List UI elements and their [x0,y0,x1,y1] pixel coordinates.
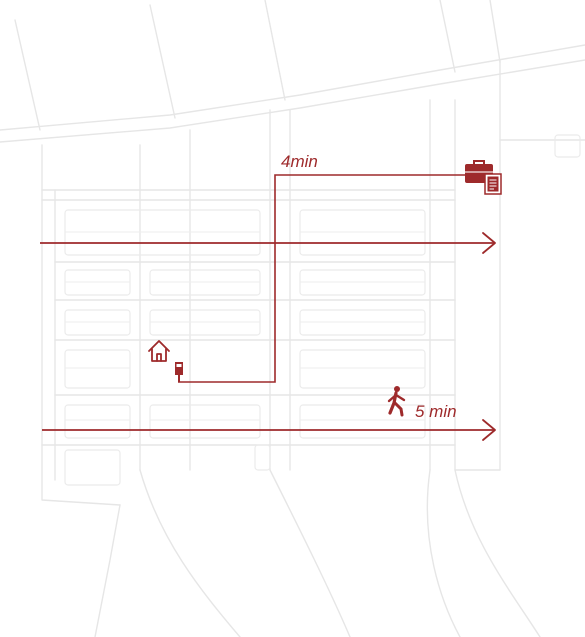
street-top-diagonal [0,44,585,131]
lot-block [299,349,426,389]
street-upper-right-b [489,0,501,63]
street-lower-curve-c [426,469,461,637]
lot-block [64,404,131,439]
street-lower-left [94,504,121,637]
direction-arrow-lower-head [482,419,496,441]
lot-block [299,404,426,439]
pedestrian-icon [387,386,406,417]
street-upper-mid [264,0,286,101]
street-left-vertical [41,144,121,506]
lot-block [254,444,271,471]
document-icon [484,173,502,195]
street-top-diagonal-edge [0,59,585,143]
home-icon [148,340,170,362]
street-lower-curve-b [269,469,351,637]
walk-route-duration-label: 5 min [415,402,457,421]
street-lower-curve-a [139,469,241,637]
street-lower-curve-d [454,469,541,637]
parking-meter-icon [175,362,183,382]
parking-rows [64,134,581,486]
street-upper-right-a [439,0,456,73]
lot-block [554,134,581,158]
lot-block [149,404,261,439]
short-route-duration-label: 4min [281,152,318,171]
stall-stripes [65,231,425,421]
street-upper-left-a [14,19,41,131]
direction-arrow-upper-head [482,232,496,254]
street-right-vertical [454,99,501,471]
short-route-line [178,174,468,383]
routes [40,174,496,441]
lot-block [64,349,131,389]
street-upper-left-b [149,4,176,119]
lot-block [64,449,121,486]
